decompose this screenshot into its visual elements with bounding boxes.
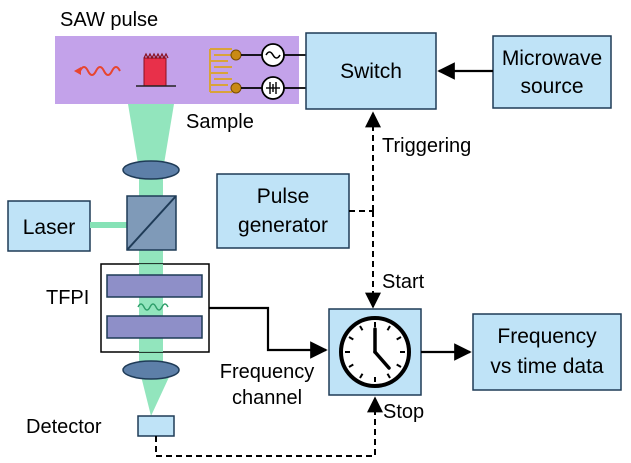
fvt-data-label-1: Frequency (497, 325, 597, 348)
etalon-plate-top (106, 274, 203, 298)
beam-top (128, 104, 174, 170)
frequency-channel-label-1: Frequency (220, 361, 315, 383)
idt-electrode-icon (209, 48, 232, 93)
frequency-channel-label-2: channel (232, 387, 302, 409)
microwave-source-label-1: Microwave (502, 47, 602, 70)
idt-contact-bottom (230, 82, 242, 94)
detector-box (137, 415, 175, 437)
lens-top (122, 160, 180, 180)
laser-beam (90, 222, 128, 228)
microwave-source-box (492, 35, 612, 109)
saw-pulse-label: SAW pulse (60, 9, 158, 31)
fvt-data-box (472, 313, 622, 391)
stop-label: Stop (383, 401, 424, 423)
pulse-generator-box (216, 173, 350, 249)
microwave-source-label-2: source (520, 75, 583, 98)
triggering-label: Triggering (382, 135, 471, 157)
switch-label: Switch (340, 60, 402, 83)
lens-bottom (122, 360, 180, 380)
detector-label: Detector (26, 416, 102, 438)
laser-label: Laser (23, 216, 76, 239)
beam-bottom (139, 368, 170, 416)
saw-pulse-icon (136, 52, 176, 87)
start-label: Start (382, 271, 425, 293)
pulse-generator-label-1: Pulse (257, 185, 310, 208)
clock-icon (339, 316, 411, 388)
sample-label: Sample (186, 111, 254, 133)
pulse-generator-label-2: generator (238, 214, 328, 237)
cavity-wave-icon (137, 303, 169, 311)
stop-arrow (155, 396, 383, 457)
saw-pulse-arrowhead (74, 67, 81, 75)
idt-contact-top (230, 49, 242, 61)
ac-source-icon (261, 43, 285, 67)
switch-box (305, 32, 437, 110)
tfpi-label: TFPI (46, 287, 89, 309)
etalon-plate-bottom (106, 315, 203, 339)
saw-panel (55, 36, 299, 104)
fvt-data-label-2: vs time data (490, 355, 604, 378)
sinusoid-wave-icon (79, 66, 121, 76)
laser-box (7, 200, 91, 252)
beam-splitter-icon (126, 195, 177, 251)
dc-source-icon (261, 76, 285, 100)
frequency-channel-arrow (209, 306, 328, 359)
